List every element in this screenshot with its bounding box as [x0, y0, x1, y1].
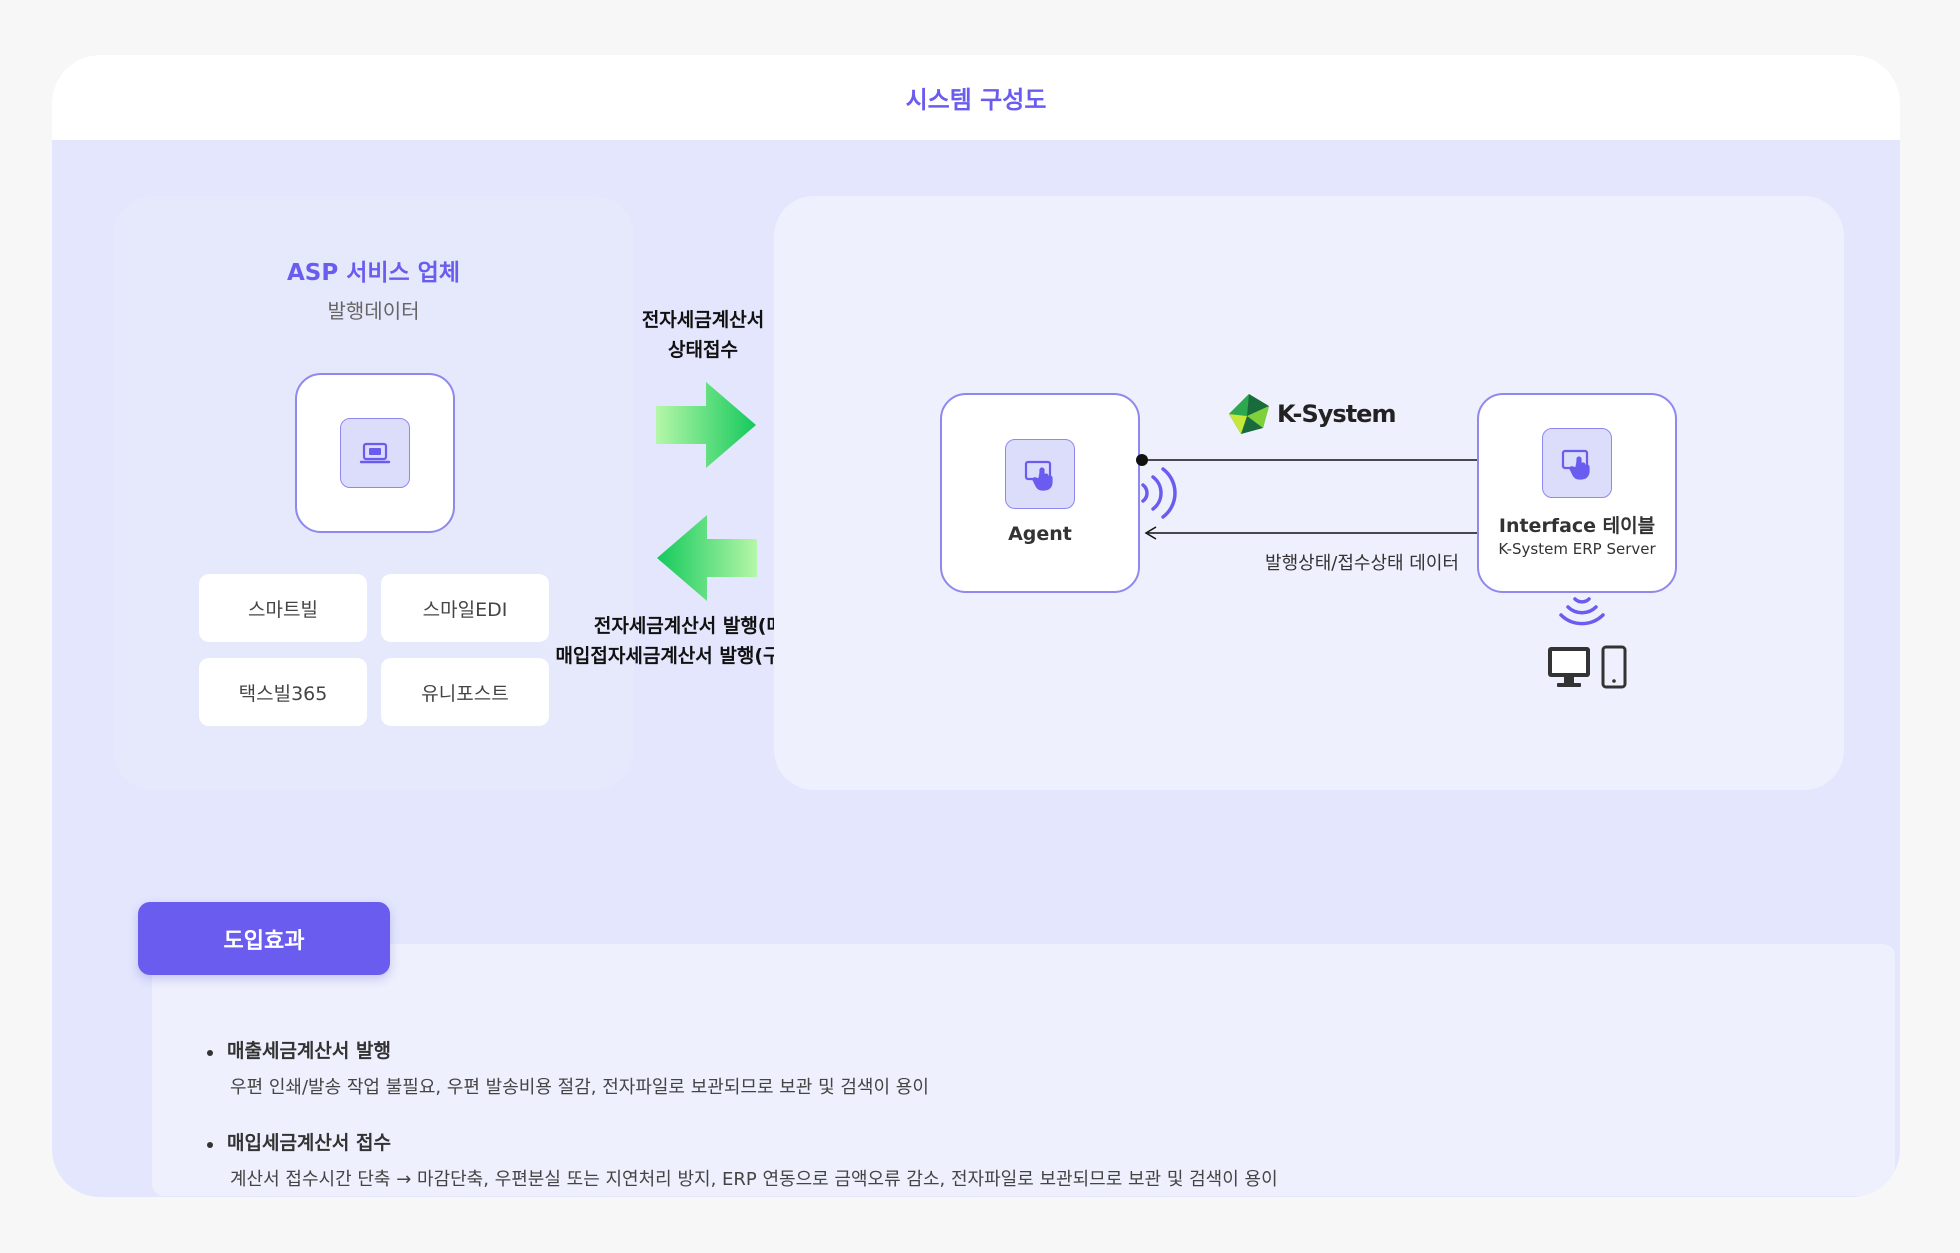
touch-screen-icon [1561, 449, 1590, 480]
wireless-icon [1141, 467, 1177, 519]
right-arrow-label: 전자세금계산서 상태접수 [608, 305, 798, 365]
k-system-brand: K-System [1225, 390, 1405, 438]
laptop-icon-tile [340, 418, 410, 488]
asp-node [295, 373, 455, 533]
effect-1-desc: 우편 인쇄/발송 작업 불필요, 우편 발송비용 절감, 전자파일로 보관되므로… [230, 1077, 929, 1098]
system-diagram-card: 시스템 구성도 ASP 서비스 업체 발행데이터 스마트빌 스마일EDI 택스빌… [52, 55, 1900, 1197]
interface-icon-tile [1542, 428, 1612, 498]
asp-title: ASP 서비스 업체 [286, 260, 461, 286]
vendor-smileedi: 스마일EDI [381, 574, 549, 642]
laptop-icon [359, 442, 391, 464]
effects-tab: 도입효과 [138, 902, 390, 975]
left-arrow [657, 515, 757, 601]
vendor-smartbill: 스마트빌 [199, 574, 367, 642]
effect-2-title: 매입세금계산서 접수 [227, 1132, 391, 1154]
interface-sublabel: K-System ERP Server [1498, 540, 1656, 558]
page-title: 시스템 구성도 [905, 86, 1047, 114]
k-system-logo-icon [1229, 394, 1269, 434]
asp-subtitle: 발행데이터 [327, 299, 420, 323]
brand-name: K-System [1277, 400, 1396, 428]
agent-node: Agent [940, 393, 1140, 593]
vendor-unipost: 유니포스트 [381, 658, 549, 726]
agent-icon-tile [1005, 439, 1075, 509]
left-arrow-label-line1: 전자세금계산서 발행(매출) [593, 615, 811, 637]
interface-label: Interface 테이블 [1498, 515, 1656, 537]
agent-label: Agent [1008, 523, 1072, 545]
effect-1-title: 매출세금계산서 발행 [227, 1040, 391, 1062]
status-data-label: 발행상태/접수상태 데이터 [1265, 553, 1459, 574]
interface-node: Interface 테이블 K-System ERP Server [1477, 393, 1677, 593]
bullet-1 [207, 1050, 213, 1056]
right-arrow-label-line1: 전자세금계산서 [641, 309, 765, 331]
effect-2-desc: 계산서 접수시간 단축 → 마감단축, 우편분실 또는 지연처리 방지, ERP… [230, 1169, 1278, 1190]
right-arrow-label-line2: 상태접수 [668, 339, 738, 361]
card-header: 시스템 구성도 [52, 55, 1900, 140]
wireless-down-icon [1559, 597, 1605, 626]
devices-icon [1548, 645, 1627, 689]
vendor-taxbill365: 택스빌365 [199, 658, 367, 726]
touch-screen-icon [1024, 460, 1053, 491]
bullet-2 [207, 1142, 213, 1148]
effects-box: 매출세금계산서 발행 우편 인쇄/발송 작업 불필요, 우편 발송비용 절감, … [152, 944, 1895, 1196]
right-arrow [656, 382, 756, 468]
